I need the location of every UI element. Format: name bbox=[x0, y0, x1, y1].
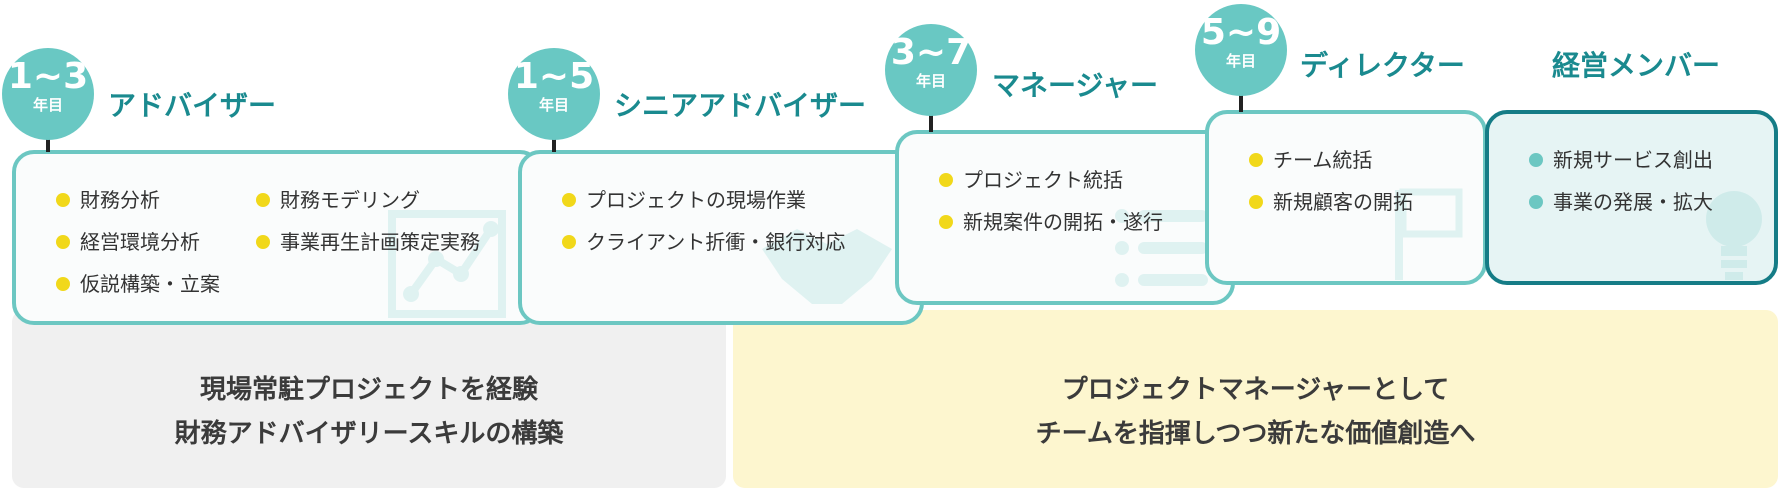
list-icon bbox=[1115, 209, 1208, 287]
list-item: 経営環境分析 bbox=[56, 226, 200, 255]
bullet-dot bbox=[56, 276, 70, 291]
connector-stem bbox=[552, 132, 556, 152]
summary-2-line1: プロジェクトマネージャーとして bbox=[1061, 375, 1450, 405]
summary-1: 現場常駐プロジェクトを経験 財務アドバイザリースキルの構築 bbox=[12, 368, 726, 456]
summary-1-line2: 財務アドバイザリースキルの構築 bbox=[174, 419, 564, 449]
year-badge: 5~9 年目 bbox=[1195, 4, 1287, 96]
year-badge: 1~5 年目 bbox=[508, 48, 600, 140]
summary-1-line1: 現場常駐プロジェクトを経験 bbox=[199, 375, 538, 405]
list-item: チーム統括 bbox=[1249, 144, 1372, 173]
list-item: 事業再生計画策定実務 bbox=[256, 226, 480, 255]
list-item: プロジェクト統括 bbox=[939, 164, 1123, 193]
stage-card-senior-advisor: プロジェクトの現場作業 クライアント折衝・銀行対応 bbox=[518, 150, 924, 325]
bullet-dot bbox=[939, 172, 953, 187]
stage-title-director: ディレクター bbox=[1300, 49, 1465, 82]
list-item: 財務モデリング bbox=[256, 184, 420, 213]
stage-card-advisor: 財務分析 経営環境分析 仮説構築・立案 財務モデリング 事業再生計画策定実務 bbox=[12, 150, 542, 325]
stage-title-senior-advisor: シニアアドバイザー bbox=[614, 89, 867, 122]
stage-title-manager: マネージャー bbox=[992, 69, 1159, 102]
chart-icon bbox=[388, 210, 506, 318]
list-item: 財務分析 bbox=[56, 184, 160, 213]
connector-stem bbox=[929, 112, 933, 132]
bullet-dot bbox=[1529, 194, 1543, 209]
stage-card-management: 新規サービス創出 事業の発展・拡大 bbox=[1485, 110, 1778, 285]
year-badge: 3~7 年目 bbox=[885, 24, 977, 116]
summary-2: プロジェクトマネージャーとして チームを指揮しつつ新たな価値創造へ bbox=[733, 368, 1778, 456]
handshake-icon bbox=[762, 229, 892, 304]
stage-title-advisor: アドバイザー bbox=[108, 89, 277, 122]
list-item: 新規サービス創出 bbox=[1529, 144, 1713, 173]
list-item: 事業の発展・拡大 bbox=[1529, 186, 1713, 215]
lightbulb-icon bbox=[1706, 191, 1762, 280]
bullet-dot bbox=[56, 234, 70, 249]
list-item: クライアント折衝・銀行対応 bbox=[562, 226, 845, 255]
summary-band-1 bbox=[12, 310, 726, 488]
bullet-dot bbox=[1249, 152, 1263, 167]
flag-icon bbox=[1395, 188, 1463, 280]
list-item: 仮説構築・立案 bbox=[56, 268, 220, 297]
summary-2-line2: チームを指揮しつつ新たな価値創造へ bbox=[1035, 419, 1476, 449]
list-item: 新規案件の開拓・遂行 bbox=[939, 206, 1163, 235]
bullet-dot bbox=[562, 192, 576, 207]
bullet-dot bbox=[939, 214, 953, 229]
list-item: 新規顧客の開拓 bbox=[1249, 186, 1413, 215]
summary-band-2 bbox=[733, 310, 1778, 488]
stage-card-director: チーム統括 新規顧客の開拓 bbox=[1205, 110, 1487, 285]
stage-card-manager: プロジェクト統括 新規案件の開拓・遂行 bbox=[895, 130, 1235, 305]
bullet-dot bbox=[256, 192, 270, 207]
bullet-dot bbox=[562, 234, 576, 249]
bullet-dot bbox=[1529, 152, 1543, 167]
connector-stem bbox=[46, 132, 50, 152]
connector-stem bbox=[1239, 92, 1243, 112]
bullet-dot bbox=[256, 234, 270, 249]
stage-title-management: 経営メンバー bbox=[1552, 49, 1721, 82]
bullet-dot bbox=[56, 192, 70, 207]
list-item: プロジェクトの現場作業 bbox=[562, 184, 806, 213]
bullet-dot bbox=[1249, 194, 1263, 209]
year-badge: 1~3 年目 bbox=[2, 48, 94, 140]
